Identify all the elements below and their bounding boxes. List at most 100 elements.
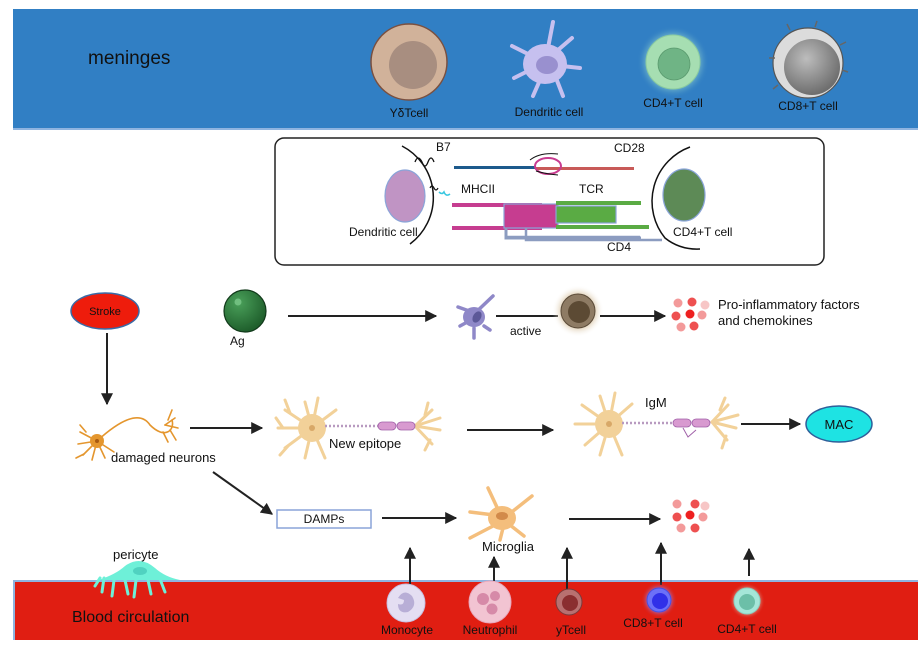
- mac-node: MAC: [805, 405, 873, 443]
- damps-label: DAMPs: [304, 512, 345, 526]
- neutrophil-icon: [468, 580, 512, 624]
- pericyte-nucleus: [133, 567, 147, 575]
- antigen-node: Ag: [223, 289, 267, 348]
- dc-nucleus: [384, 169, 426, 223]
- arrow-neurons-to-damps: [212, 471, 273, 515]
- pericyte-icon: [93, 576, 167, 599]
- blood-ytcell-label: yTcell: [556, 623, 586, 637]
- cd8-t-cell-nucleus: [784, 39, 840, 95]
- blood-neutrophil: Neutrophil: [463, 580, 518, 637]
- meninges-title: meninges: [88, 48, 170, 69]
- cd28-bar: [536, 167, 634, 170]
- tcr-bar-top: [556, 201, 641, 205]
- microglia-label: Microglia: [482, 539, 535, 554]
- mac-label: MAC: [825, 417, 854, 432]
- epitope-neuron-nucleus: [309, 425, 315, 431]
- cd4-blood-nucleus: [739, 594, 755, 610]
- activated-dendritic-cell: [456, 294, 495, 340]
- neutrophil-lobe-1: [477, 593, 489, 605]
- tcell-nucleus: [662, 168, 706, 222]
- meninges-cd8-t-cell: CD8+T cell: [769, 20, 849, 113]
- cd4-t-cell-nucleus: [657, 47, 691, 81]
- meninges-cd8-label: CD8+T cell: [778, 99, 837, 113]
- igm-bound-loop: [682, 427, 697, 438]
- mhcii-bar-bottom: [452, 226, 542, 230]
- damaged-neuron-icon: [75, 409, 179, 461]
- synapse-dc-label: Dendritic cell: [349, 225, 418, 239]
- tcell-membrane: [651, 146, 701, 250]
- mhc-squiggle: [429, 185, 439, 191]
- igm-myelin-1: [672, 418, 692, 428]
- blood-monocyte-label: Monocyte: [381, 623, 433, 637]
- myelin-sheath-1: [377, 421, 397, 431]
- igm-myelin-2: [691, 418, 711, 428]
- mhcii-complex: [503, 203, 559, 229]
- monocyte-nucleus: [398, 592, 415, 613]
- myelin-sheath-2: [396, 421, 416, 431]
- cd8-spikes: [769, 20, 849, 90]
- dendritic-cell-nucleus: [536, 56, 558, 74]
- blood-circulation-title: Blood circulation: [72, 609, 189, 626]
- neutrophil-lobe-3: [486, 603, 498, 615]
- meninges-dendritic-label: Dendritic cell: [515, 105, 584, 119]
- dc-membrane: [401, 145, 435, 245]
- meninges-ydt-cell: YδTcell: [370, 23, 448, 120]
- microglia-nucleus: [496, 512, 508, 520]
- synapse-tcell-label: CD4+T cell: [673, 225, 732, 239]
- b7-squiggle: [414, 157, 435, 167]
- antigen-icon: [223, 289, 267, 333]
- pro-inflammatory-label-line2: and chemokines: [718, 313, 813, 328]
- binding-curve-top: [529, 153, 559, 161]
- igm-neuron: IgM: [573, 391, 740, 457]
- pericyte: [93, 560, 180, 599]
- blood-cd4-t-cell: CD4+T cell: [717, 583, 777, 636]
- meninges-cd4-t-cell: CD4+T cell: [637, 26, 709, 110]
- stroke-node: Stroke: [70, 292, 140, 330]
- mhcii-bar-top: [452, 203, 542, 207]
- epitope-neuron: New epitope: [274, 396, 442, 460]
- b7-label: B7: [436, 140, 451, 154]
- cd4-label: CD4: [607, 240, 631, 254]
- immune-synapse-box: B7 CD28 MHCII TCR Dendritic cell CD4+T c…: [274, 137, 825, 266]
- tcr-complex: [555, 205, 617, 224]
- mhcii-label: MHCII: [461, 182, 495, 196]
- yt-cell-nucleus: [562, 595, 578, 611]
- pro-inflammatory-label-line1: Pro-inflammatory factors: [718, 297, 860, 312]
- meninges-band: meninges: [13, 9, 918, 130]
- cd8-blood-nucleus: [652, 593, 668, 609]
- cd28-label: CD28: [614, 141, 645, 155]
- activated-dc-nucleus: [472, 311, 482, 323]
- blood-neutrophil-label: Neutrophil: [463, 623, 518, 637]
- cd4-line-overlay: [504, 228, 640, 239]
- damaged-neurons-label: damaged neurons: [111, 450, 216, 465]
- igm-neuron-nucleus: [606, 421, 612, 427]
- new-epitope-label: New epitope: [329, 436, 401, 451]
- meninges-dendritic-cell: Dendritic cell: [510, 20, 584, 119]
- cytokine-cluster-bottom: [672, 499, 710, 533]
- antigen-highlight: [234, 298, 242, 306]
- active-label: active: [510, 324, 542, 338]
- ag-label: Ag: [230, 334, 245, 348]
- pericyte-label: pericyte: [113, 547, 159, 562]
- meninges-ydt-label: YδTcell: [390, 106, 429, 120]
- damaged-neuron: damaged neurons: [75, 409, 216, 465]
- blood-yt-cell: yTcell: [555, 588, 586, 637]
- tcr-label: TCR: [579, 182, 604, 196]
- cd4-connector: [524, 228, 662, 242]
- blood-monocyte: Monocyte: [381, 583, 433, 637]
- stroke-label: Stroke: [89, 306, 121, 318]
- blood-cd8-t-cell: CD8+T cell: [623, 582, 683, 630]
- microglia: Microglia: [468, 486, 535, 554]
- meninges-cd4-label: CD4+T cell: [643, 96, 702, 110]
- damaged-neuron-nucleus: [95, 439, 99, 443]
- antigen-peptide: [438, 190, 451, 196]
- damps-node: DAMPs: [276, 509, 372, 529]
- neutrophil-lobe-2: [490, 591, 500, 601]
- blood-cd8-label: CD8+T cell: [623, 616, 682, 630]
- binding-curve-bottom: [535, 170, 559, 176]
- ydt-cell-nucleus: [389, 41, 437, 89]
- active-t-cell-nucleus: [568, 301, 590, 323]
- blood-cd4-label: CD4+T cell: [717, 622, 776, 636]
- igm-label: IgM: [645, 395, 667, 410]
